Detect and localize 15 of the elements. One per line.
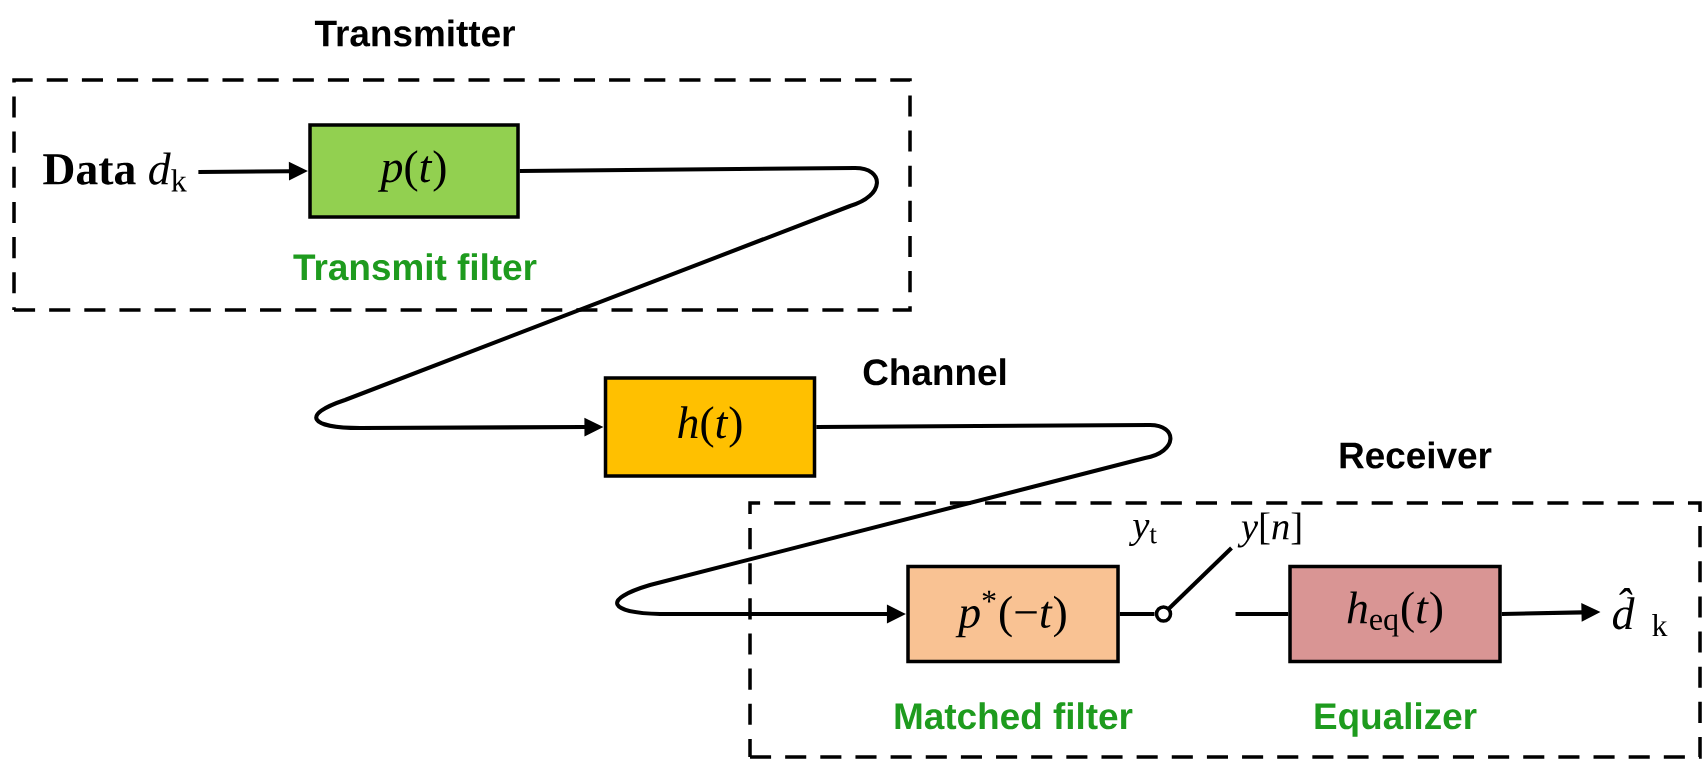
block-caption: Equalizer bbox=[1315, 702, 1477, 737]
block-caption: Transmit filter bbox=[293, 253, 537, 281]
signal-label: y$_{t}$ bbox=[1129, 519, 1157, 547]
signal-label: d̂$_{k}$ bbox=[1613, 587, 1668, 637]
filter-box: p$^{*}$(−t) bbox=[906, 564, 1120, 664]
filter-box: h$_{eq}$(t) bbox=[1288, 564, 1502, 664]
group-heading: Receiver bbox=[1340, 441, 1492, 469]
filter-box: p(t) bbox=[308, 123, 520, 219]
signal-label: y[n] bbox=[1237, 512, 1301, 548]
switch-symbol bbox=[1154, 546, 1233, 623]
signal-label: Data d$_{k}$ bbox=[43, 152, 187, 192]
block-caption: Matched filter bbox=[895, 702, 1133, 730]
group-heading: Transmitter bbox=[314, 19, 515, 47]
filter-box: h(t) bbox=[603, 376, 817, 478]
block-caption: Channel bbox=[863, 358, 1006, 386]
